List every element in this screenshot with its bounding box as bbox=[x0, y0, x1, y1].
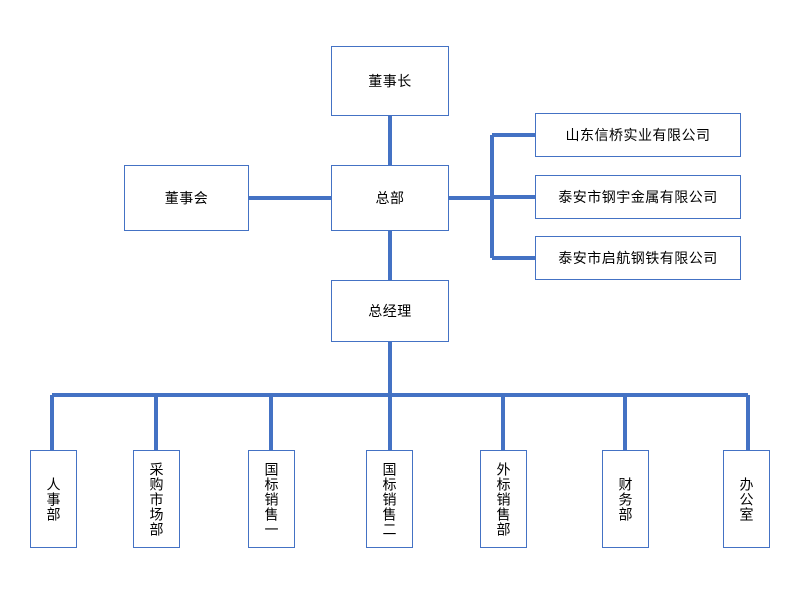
node-department-6-label: 办公室 bbox=[738, 476, 755, 522]
node-department-4[interactable]: 外标销售部 bbox=[480, 450, 527, 548]
node-chairman[interactable]: 董事长 bbox=[331, 46, 449, 116]
node-general-manager[interactable]: 总经理 bbox=[331, 280, 449, 342]
node-department-5-label: 财务部 bbox=[617, 476, 634, 522]
node-department-6[interactable]: 办公室 bbox=[723, 450, 770, 548]
node-department-3[interactable]: 国标销售二 bbox=[366, 450, 413, 548]
node-department-1-label: 采购市场部 bbox=[148, 461, 165, 537]
node-headquarters-label: 总部 bbox=[375, 189, 405, 206]
node-general-manager-label: 总经理 bbox=[368, 302, 412, 319]
node-department-4-label: 外标销售部 bbox=[495, 461, 512, 537]
node-department-2[interactable]: 国标销售一 bbox=[248, 450, 295, 548]
node-chairman-label: 董事长 bbox=[368, 72, 412, 89]
node-board-of-directors[interactable]: 董事会 bbox=[124, 165, 249, 231]
node-subsidiary-1-label: 泰安市钢宇金属有限公司 bbox=[558, 188, 718, 205]
node-department-3-label: 国标销售二 bbox=[381, 461, 398, 537]
node-headquarters[interactable]: 总部 bbox=[331, 165, 449, 231]
node-department-0-label: 人事部 bbox=[45, 476, 62, 522]
node-department-1[interactable]: 采购市场部 bbox=[133, 450, 180, 548]
node-subsidiary-2[interactable]: 泰安市启航钢铁有限公司 bbox=[535, 236, 741, 280]
node-subsidiary-0-label: 山东信桥实业有限公司 bbox=[565, 126, 711, 143]
node-department-2-label: 国标销售一 bbox=[263, 461, 280, 537]
node-subsidiary-0[interactable]: 山东信桥实业有限公司 bbox=[535, 113, 741, 157]
node-subsidiary-1[interactable]: 泰安市钢宇金属有限公司 bbox=[535, 175, 741, 219]
node-department-0[interactable]: 人事部 bbox=[30, 450, 77, 548]
node-subsidiary-2-label: 泰安市启航钢铁有限公司 bbox=[558, 249, 718, 266]
node-board-of-directors-label: 董事会 bbox=[164, 189, 209, 206]
node-department-5[interactable]: 财务部 bbox=[602, 450, 649, 548]
